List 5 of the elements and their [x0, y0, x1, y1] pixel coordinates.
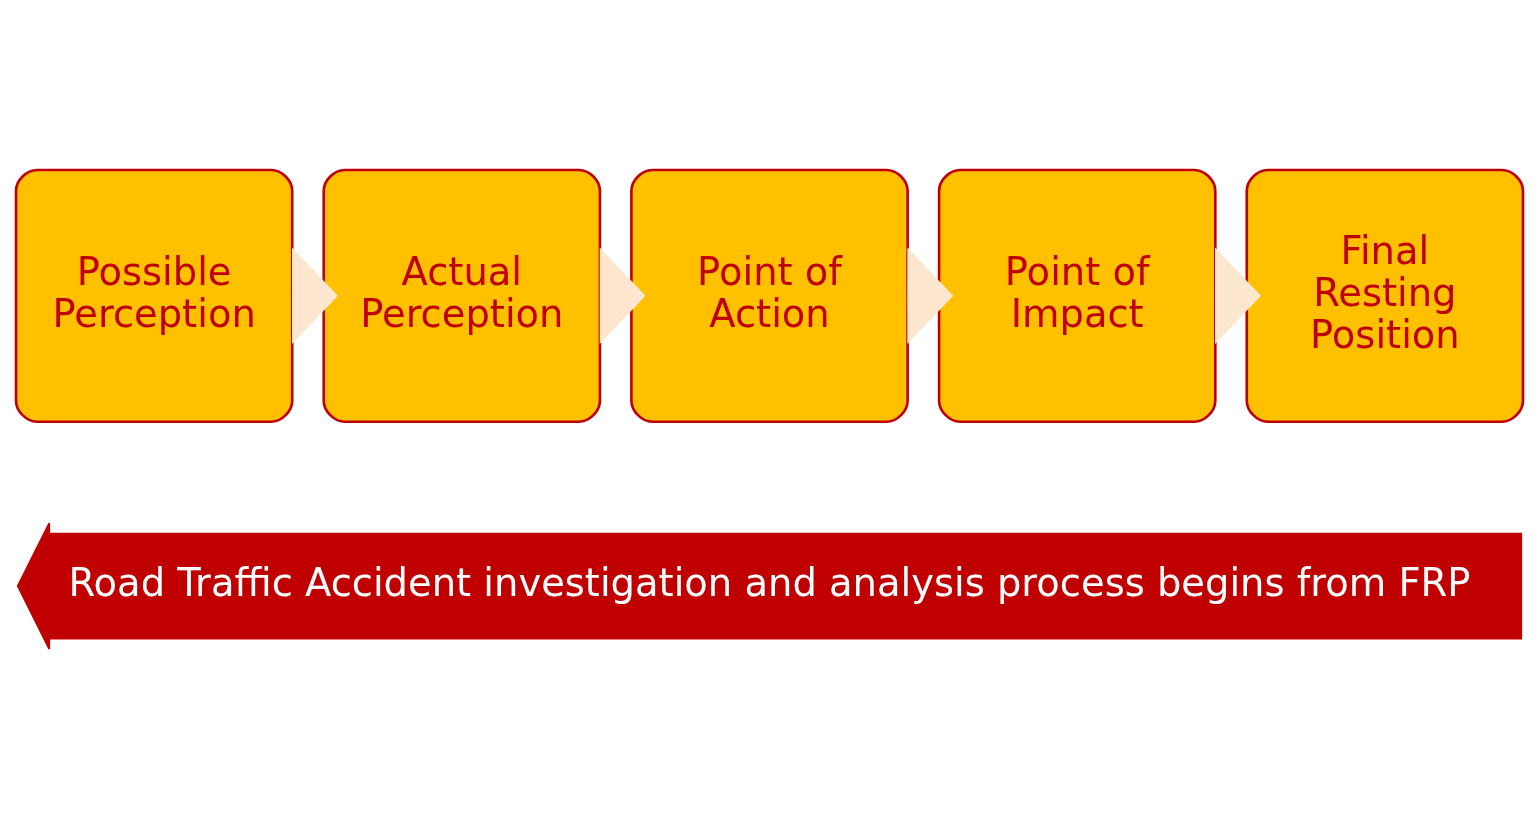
- node-box: Possible Perception: [14, 168, 294, 424]
- node-box: Actual Perception: [322, 168, 602, 424]
- node-box: Point of Impact: [937, 168, 1217, 424]
- node-box: Point of Action: [630, 168, 909, 424]
- node-box: Final Resting Position: [1245, 168, 1525, 424]
